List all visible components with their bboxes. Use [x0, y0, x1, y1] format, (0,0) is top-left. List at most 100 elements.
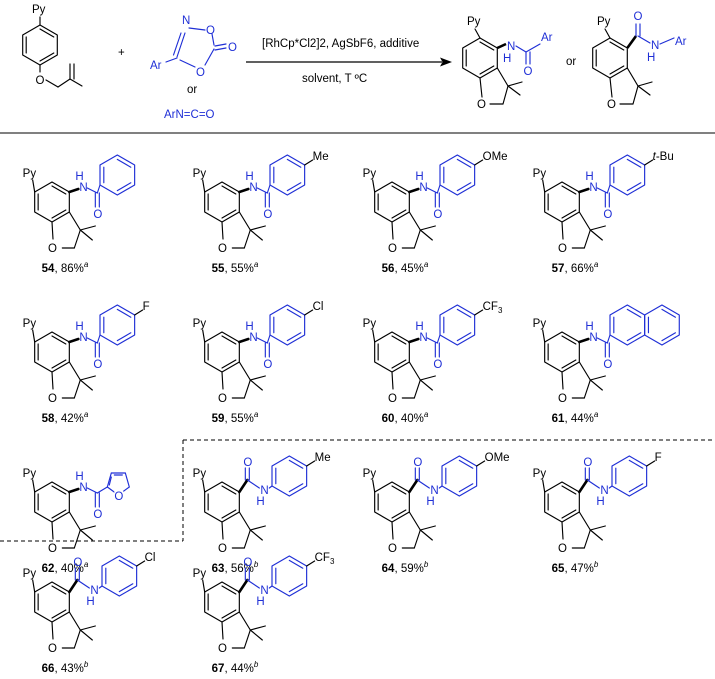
carbonyl-o-label: O [603, 359, 612, 371]
compound-caption: 62, 40%a [42, 560, 89, 575]
dioxazolone-n-label: N [182, 15, 190, 27]
substituent-label: CF3 [483, 301, 503, 315]
ring-oxygen-label: O [48, 393, 57, 405]
amide-h-label: H [245, 321, 253, 333]
amide-n-label: N [419, 332, 427, 344]
compound-caption: 66, 43%b [42, 660, 89, 675]
compound-caption: 65, 47%b [552, 560, 599, 575]
amide-h-label: H [585, 171, 593, 183]
substituent-label: t-Bu [653, 151, 674, 163]
compound-caption: 59, 55%a [212, 410, 259, 425]
substituent-label: Cl [313, 301, 324, 313]
ring-oxygen-label: O [558, 393, 567, 405]
carbonyl-o-label: O [413, 457, 422, 469]
ring-oxygen-label: O [48, 643, 57, 655]
carbonyl-o-label: O [73, 557, 82, 569]
or-reagents-label: or [187, 84, 197, 96]
reactant-py-label: Py [32, 4, 46, 16]
or-products-label: or [566, 56, 576, 68]
svg-text:Ar: Ar [675, 36, 687, 48]
isocyanate-label: ArN=C=O [164, 109, 215, 121]
substituent-label: F [143, 301, 150, 313]
py-label: Py [23, 568, 37, 580]
carbonyl-o-label: O [603, 209, 612, 221]
ring-oxygen-label: O [558, 243, 567, 255]
py-label: Py [363, 318, 377, 330]
svg-text:Py: Py [597, 16, 611, 28]
amide-n-label: N [79, 332, 87, 344]
substituent-label: OMe [485, 452, 510, 464]
ring-oxygen-label: O [388, 543, 397, 555]
plus-sign: + [118, 47, 125, 59]
compound-caption: 54, 86%a [42, 260, 89, 275]
ring-oxygen-label: O [218, 643, 227, 655]
svg-text:O: O [607, 99, 616, 111]
svg-text:Ar: Ar [541, 32, 553, 44]
ring-oxygen-label: O [48, 543, 57, 555]
amide-n-label: N [79, 182, 87, 194]
reaction-arrow-head [440, 57, 452, 67]
furan-o-label: O [114, 491, 123, 503]
amide-h-label: H [245, 171, 253, 183]
amide-n-label: N [249, 332, 257, 344]
svg-text:O: O [477, 99, 486, 111]
amide-h-label: H [415, 321, 423, 333]
svg-text:O: O [634, 11, 643, 23]
substituent-label: Me [313, 151, 329, 163]
py-label: Py [193, 318, 207, 330]
amide-n-label: N [419, 182, 427, 194]
amide-n-label: N [90, 585, 98, 597]
compound-caption: 63, 56%b [212, 560, 259, 575]
svg-text:H: H [647, 52, 655, 64]
substituent-label: Cl [145, 552, 156, 564]
carbonyl-o-label: O [263, 359, 272, 371]
product-amide-general: Py N H O Ar O [462, 16, 553, 111]
amide-h-label: H [596, 496, 604, 508]
py-label: Py [23, 468, 37, 480]
dioxazolone-o1-label: O [206, 25, 215, 37]
reactant-dioxazolone: N O O O Ar [150, 15, 237, 79]
py-label: Py [193, 568, 207, 580]
substituent-label: Me [315, 452, 331, 464]
dioxazolone-o3-label: O [196, 67, 205, 79]
py-label: Py [533, 468, 547, 480]
product-carboxamide-general: Py O N H Ar O [592, 11, 687, 111]
amide-n-label: N [600, 485, 608, 497]
svg-text:Py: Py [467, 16, 481, 28]
carbonyl-o-label: O [243, 457, 252, 469]
amide-h-label: H [585, 321, 593, 333]
py-label: Py [533, 318, 547, 330]
carbonyl-o-label: O [433, 209, 442, 221]
svg-text:N: N [651, 40, 659, 52]
amide-n-label: N [260, 585, 268, 597]
py-label: Py [193, 168, 207, 180]
dioxazolone-ar-label: Ar [150, 60, 162, 72]
amide-h-label: H [75, 321, 83, 333]
svg-text:N: N [507, 41, 515, 53]
amide-h-label: H [75, 471, 83, 483]
ether-o-label: O [36, 75, 45, 87]
ring-oxygen-label: O [558, 543, 567, 555]
scheme-header: Py O + N O O O Ar or ArN= [22, 4, 687, 121]
compound-caption: 56, 45%a [382, 260, 429, 275]
amide-n-label: N [589, 332, 597, 344]
amide-n-label: N [589, 182, 597, 194]
compound-caption: 64, 59%b [382, 560, 429, 575]
py-label: Py [23, 168, 37, 180]
py-label: Py [363, 468, 377, 480]
svg-text:H: H [503, 53, 511, 65]
conditions-line-1: [RhCp*Cl2]2, AgSbF6, additive [262, 38, 419, 50]
amide-h-label: H [256, 496, 264, 508]
amide-n-label: N [249, 182, 257, 194]
compound-caption: 55, 55%a [212, 260, 259, 275]
amide-n-label: N [79, 482, 87, 494]
